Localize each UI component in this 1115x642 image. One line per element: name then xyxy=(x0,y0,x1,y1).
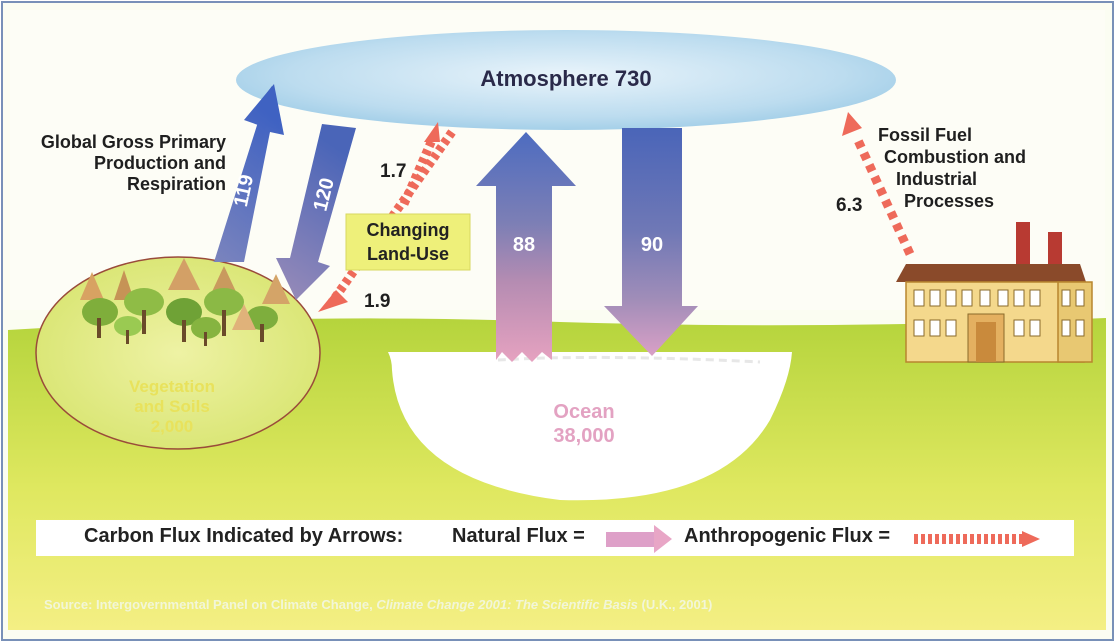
landuse-label-line2: Land-Use xyxy=(367,244,449,264)
trees xyxy=(80,258,290,346)
gpp-arrow xyxy=(212,84,284,262)
legend-box xyxy=(36,520,1074,556)
landuse-label-line1: Changing xyxy=(367,220,450,240)
vegetation-label-line1: Vegetation xyxy=(129,377,215,396)
fossil-label-line2: Combustion and xyxy=(884,147,1026,167)
respiration-arrow xyxy=(276,124,356,300)
ocean-up-value: 88 xyxy=(513,234,535,256)
fossil-label-line1: Fossil Fuel xyxy=(878,125,972,145)
landuse-down-value: 1.9 xyxy=(364,291,390,312)
gpp-arrow-body xyxy=(214,86,280,262)
gpp-label-line3: Respiration xyxy=(127,174,226,194)
legend-anthropogenic-label: Anthropogenic Flux = xyxy=(684,525,891,547)
landuse-label-box xyxy=(345,213,471,271)
legend-intro: Carbon Flux Indicated by Arrows: xyxy=(84,525,404,547)
ocean-label-line1: Ocean xyxy=(553,401,614,423)
atmosphere-label: Atmosphere 730 xyxy=(480,66,651,91)
ocean-label-line2: 38,000 xyxy=(553,425,614,447)
vegetation-label-line3: 2,000 xyxy=(151,417,194,436)
source-citation: Source: Intergovernmental Panel on Clima… xyxy=(44,597,712,612)
ocean-down-value: 90 xyxy=(641,234,663,256)
gpp-label-line2: Production and xyxy=(94,153,226,173)
landuse-up-value: 1.7 xyxy=(380,161,406,182)
factory xyxy=(896,222,1093,363)
fossil-label-line4: Processes xyxy=(904,191,994,211)
ocean-basin xyxy=(388,352,792,501)
gpp-label-line1: Global Gross Primary xyxy=(41,132,226,152)
fossil-label-line3: Industrial xyxy=(896,169,977,189)
source-prefix: Source: Intergovernmental Panel on Clima… xyxy=(44,597,373,612)
ocean-surface xyxy=(497,355,761,364)
fossil-flux-value: 6.3 xyxy=(836,195,862,216)
atmosphere-ellipse xyxy=(236,30,896,130)
landuse-down-arrow xyxy=(318,129,456,312)
vegetation-label-line2: and Soils xyxy=(134,397,210,416)
legend-natural-label: Natural Flux = xyxy=(452,525,585,547)
source-title: Climate Change 2001: The Scientific Basi… xyxy=(376,597,638,612)
fossil-fuel-arrow xyxy=(842,112,915,256)
ocean-up-arrow xyxy=(476,132,576,362)
ocean-down-arrow xyxy=(604,128,698,356)
source-suffix: (U.K., 2001) xyxy=(641,597,713,612)
